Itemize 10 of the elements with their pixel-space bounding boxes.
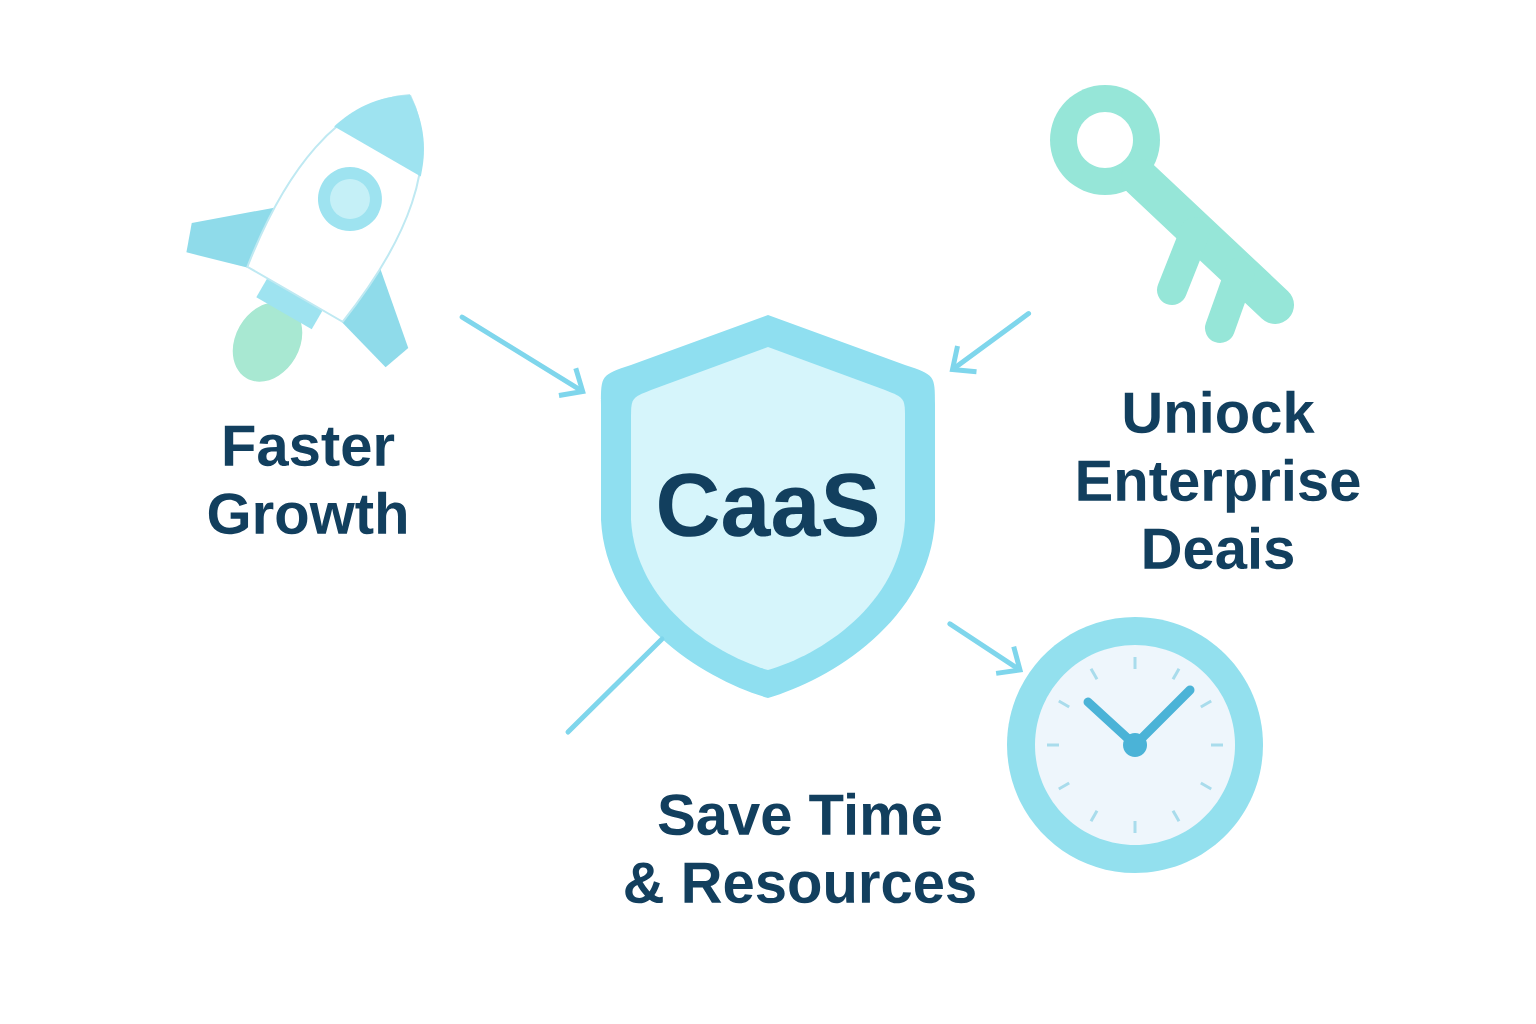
- rocket-drawing: [186, 94, 424, 382]
- node-label: Uniock Enterprise Deais: [1078, 390, 1360, 570]
- clock-drawing: [1007, 617, 1263, 873]
- node-label: Save Time & Resources: [625, 792, 975, 904]
- shield-badge: CaaS: [601, 315, 935, 698]
- node-label: Faster Growth: [208, 425, 406, 535]
- key-drawing: [1050, 85, 1294, 343]
- arrow: [949, 311, 1032, 375]
- arrow: [947, 621, 1024, 676]
- arrow: [459, 314, 586, 399]
